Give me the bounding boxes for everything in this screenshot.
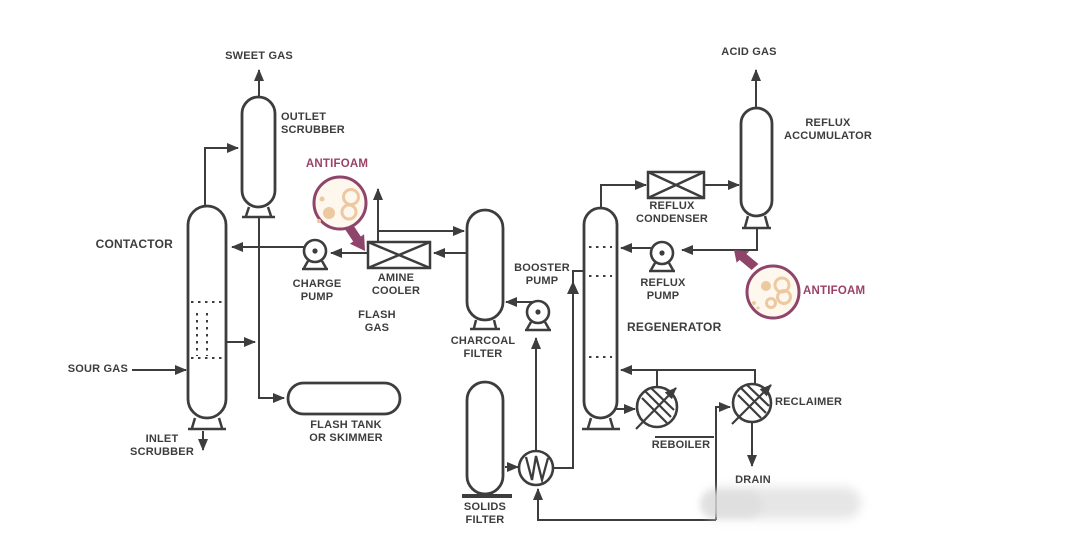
label-reflux-accumulator: REFLUX ACCUMULATOR (784, 117, 872, 142)
scrubber-drain-line (258, 218, 285, 403)
regen-feed-flow-arrow (567, 281, 579, 294)
pumps (302, 238, 675, 332)
label-charge-pump: CHARGE PUMP (292, 278, 342, 303)
label-drain: DRAIN (735, 474, 771, 486)
antifoam-left-graphic (312, 175, 368, 251)
vapor-return-header (620, 365, 756, 384)
amine-cooler-symbol (366, 240, 432, 270)
label-reflux-condenser: REFLUX CONDENSER (635, 200, 709, 225)
reflux-condenser-symbol (646, 170, 706, 200)
flash-tank-vessel (286, 381, 402, 416)
reboiler-symbol (635, 385, 679, 430)
booster-pump-symbol (525, 299, 551, 332)
reflux-accumulator-vessel (739, 106, 774, 218)
vessel-skirts (188, 206, 771, 498)
label-regenerator: REGENERATOR (627, 320, 722, 334)
label-sour-gas: SOUR GAS (67, 363, 128, 375)
label-solids-filter: SOLIDS FILTER (463, 501, 507, 526)
label-sweet-gas: SWEET GAS (225, 50, 293, 62)
lean-return-header (533, 488, 716, 521)
accumulator-drain-line (681, 228, 758, 255)
regenerator-skirt (582, 417, 620, 431)
watermark-blur (700, 491, 762, 518)
antifoam-bubble-circle-icon (745, 264, 801, 320)
reclaimer-symbol (731, 382, 773, 425)
charge-pump-symbol (302, 238, 328, 271)
piping (132, 69, 761, 521)
label-flash-gas: FLASH GAS (358, 309, 396, 334)
outlet-scrubber-skirt (242, 206, 275, 219)
reflux-pump-symbol (649, 240, 675, 273)
vessel-internals (191, 246, 612, 359)
label-antifoam-left: ANTIFOAM (305, 158, 369, 170)
regen-overhead-line (600, 180, 647, 208)
bubbles-icon (752, 276, 792, 310)
contactor-vessel (186, 204, 228, 420)
label-reboiler: REBOILER (651, 439, 711, 451)
bubbles-icon (317, 188, 360, 223)
label-antifoam-right: ANTIFOAM (803, 285, 866, 297)
label-flash-tank: FLASH TANK OR SKIMMER (309, 419, 383, 444)
label-outlet-scrubber: OUTLET SCRUBBER (281, 111, 345, 136)
label-charcoal-filter: CHARCOAL FILTER (450, 335, 516, 360)
label-acid-gas: ACID GAS (721, 46, 777, 58)
lean-rich-exchanger-symbol (517, 449, 555, 487)
label-amine-cooler: AMINE COOLER (371, 272, 421, 297)
label-booster-pump: BOOSTER PUMP (514, 262, 570, 287)
contactor-overhead-line (204, 143, 239, 206)
label-contactor: CONTACTOR (95, 237, 173, 251)
label-inlet-scrubber: INLET SCRUBBER (130, 433, 194, 458)
reclaimer-feed-line (715, 402, 731, 520)
charcoal-filter-vessel (465, 208, 505, 322)
label-reclaimer: RECLAIMER (775, 396, 843, 408)
vessels (186, 95, 774, 496)
contactor-skirt (188, 417, 226, 431)
regenerator-vessel (582, 206, 619, 420)
exchanger-to-regenerator-line (553, 270, 584, 469)
outlet-scrubber-vessel (240, 95, 277, 209)
label-reflux-pump: REFLUX PUMP (640, 277, 686, 302)
antifoam-right-graphic (734, 250, 801, 320)
solids-filter-vessel (465, 380, 505, 496)
charcoal-filter-skirt (470, 319, 500, 331)
contactor-packing (191, 301, 223, 359)
accumulator-skirt (742, 215, 771, 230)
antifoam-injection-arrow-icon (345, 224, 365, 251)
exchangers (366, 170, 773, 487)
antifoam-injection-arrow-icon (734, 250, 759, 270)
antifoam-bubble-circle-icon (312, 175, 368, 231)
